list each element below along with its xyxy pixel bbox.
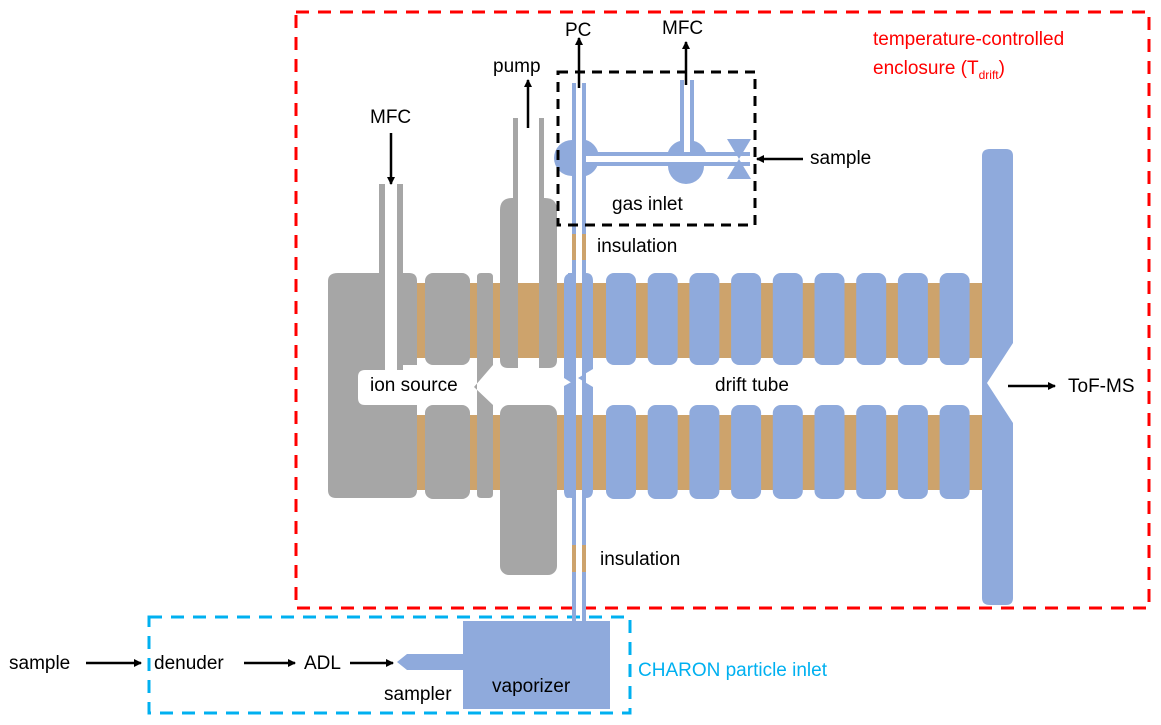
insulation-segment-bottom-right [582,545,586,572]
drift-electrode-upper [897,273,928,365]
pump-tube-left-wall [513,118,518,208]
enclosure-label-line1: temperature-controlled [873,29,1064,50]
ion-source-label: ion source [370,375,458,396]
gas-inlet-label: gas inlet [612,194,683,215]
drift-electrode-lower [731,405,762,499]
insulation-segment-top-right [582,234,586,260]
ion-source-block [328,273,417,498]
sample-particle-label: sample [9,653,70,674]
drift-tube-exit-plate [982,149,1013,605]
enclosure-label-prefix: enclosure (T [873,58,979,79]
pump-tube-right-wall [539,118,544,208]
mfc-junction-bulb-left [668,141,704,184]
ion-source [328,118,557,575]
charon-label: CHARON particle inlet [638,660,828,681]
insulation-segment-bottom-left [572,545,576,572]
ion-source-block-upper-right [403,273,417,365]
drift-electrode-lower [939,405,970,499]
charon-hardware [397,610,610,709]
drift-tube-label: drift tube [715,375,789,396]
drift-electrode-lower [689,405,720,499]
manifold-upper-wall [586,152,750,156]
insulation-segment-top-left [572,234,576,260]
pump-housing-upper-right [539,198,557,368]
source-exit-plate [474,273,493,498]
insulation-bottom-label: insulation [600,549,680,570]
drift-electrode-upper [731,273,762,365]
valve-icon [727,139,751,179]
drift-electrode-lower [647,405,678,499]
adl-label: ADL [304,653,341,674]
denuder-label: denuder [154,653,224,674]
mfc-inlet-tube-right-wall [397,184,403,370]
gas-line-left-wall [572,83,576,618]
mfc-branch-right-wall [690,80,694,152]
drift-electrode-upper [856,273,887,365]
insulation-top-label: insulation [597,236,677,257]
drift-electrode-upper [689,273,720,365]
drift-electrode-upper [647,273,678,365]
pc-junction-bulb-right-top [586,140,598,152]
gas-inlet-box [556,70,757,227]
mfc-inlet-tube-left-wall [379,184,385,370]
mfc-left-label: MFC [370,107,411,128]
drift-electrode-lower [856,405,887,499]
gas-line-right-wall [582,83,586,618]
sampler-label: sampler [384,684,452,705]
pump-housing-upper-left [500,198,518,368]
drift-electrode-lower [897,405,928,499]
drift-electrode-lower [814,405,845,499]
gas-inlet-manifold [554,80,751,184]
flow-arrows [86,37,1056,667]
drift-electrode-lower [606,405,636,499]
charon-particle-inlet-box [147,615,632,715]
source-electrode-upper [425,273,470,365]
drift-tube-electrodes [606,273,970,499]
gas-inlet-line [572,83,586,618]
pc-junction-bulb-right-bottom [586,164,598,176]
enclosure-label-subscript: drift [979,68,1000,82]
drift-electrode-upper [772,273,803,365]
manifold-lower-wall [586,162,750,166]
sampler-tube [397,610,586,670]
sample-gas-label: sample [810,148,871,169]
pump-label: pump [493,56,541,77]
source-electrode-lower [425,405,470,499]
pump-housing-lower [500,405,557,575]
enclosure-label-suffix: ) [999,58,1005,79]
mfc-top-label: MFC [662,18,703,39]
temperature-controlled-enclosure [294,10,1151,610]
drift-electrode-upper [939,273,970,365]
drift-electrode-upper [606,273,636,365]
enclosure-label-line2: enclosure (Tdrift) [873,58,1005,82]
tof-ms-label: ToF-MS [1068,376,1135,397]
drift-electrode-upper [814,273,845,365]
mfc-junction-bulb-right [694,141,706,152]
mfc-branch-left-wall [680,80,684,152]
drift-electrode-lower [772,405,803,499]
pc-label: PC [565,20,591,41]
vaporizer-label: vaporizer [492,676,571,697]
